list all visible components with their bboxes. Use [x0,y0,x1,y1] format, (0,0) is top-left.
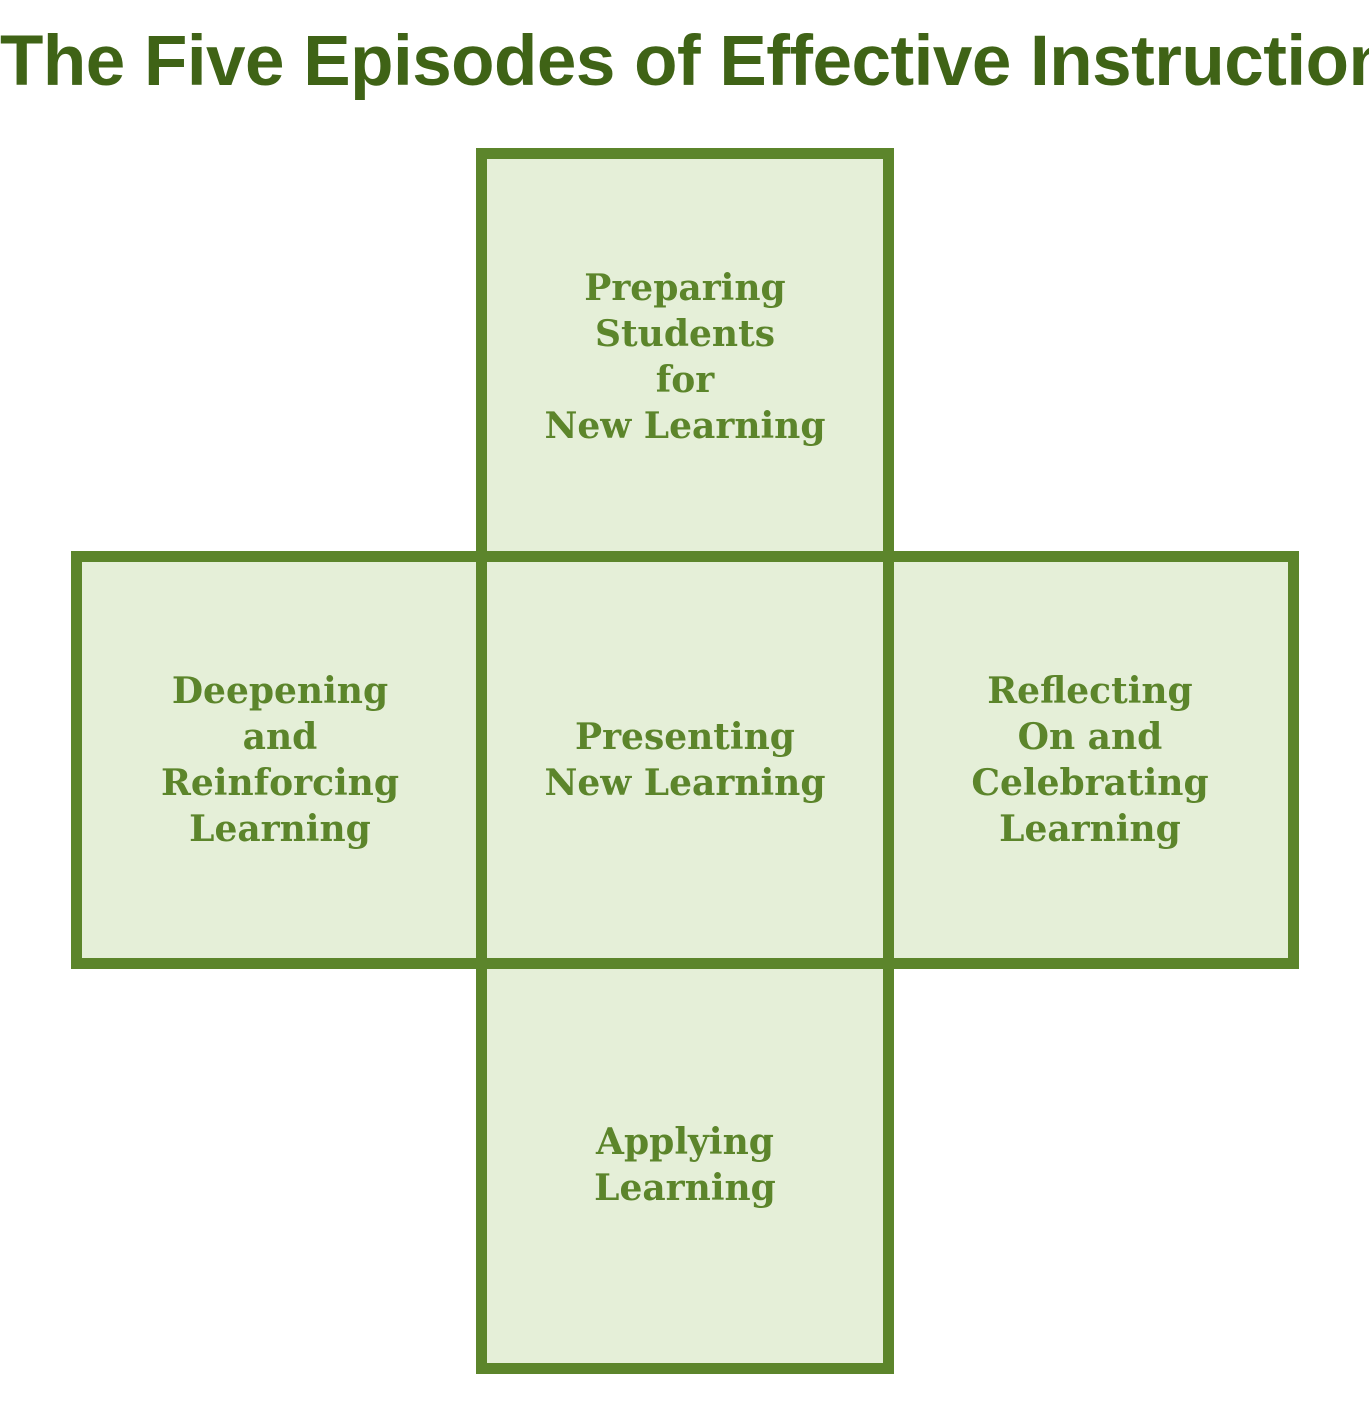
episode-label-line: Deepening [171,670,389,712]
episode-label: Applying Learning [594,1119,776,1211]
episode-box-presenting: Presenting New Learning [476,551,894,969]
episode-box-deepening: Deepening and Reinforcing Learning [71,551,489,969]
episode-label-line: and [242,716,318,758]
episode-label-line: Reflecting [987,670,1193,712]
episode-label-line: Learning [594,1167,776,1209]
episode-label-line: On and [1017,716,1163,758]
episode-label-line: Applying [596,1121,774,1163]
episode-label: Presenting New Learning [544,714,825,806]
episode-label-line: Presenting [575,716,795,758]
episode-label: Reflecting On and Celebrating Learning [971,668,1208,852]
episode-label-line: Preparing [584,267,786,309]
episode-label: Preparing Students for New Learning [544,265,825,449]
episode-label-line: Students [595,313,775,355]
episode-box-preparing: Preparing Students for New Learning [476,148,894,566]
episode-label: Deepening and Reinforcing Learning [161,668,399,852]
episode-label-line: New Learning [544,405,826,447]
episode-label-line: Learning [999,808,1181,850]
episode-label-line: Celebrating [971,762,1209,804]
episode-label-line: Reinforcing [160,762,400,804]
episode-label-line: for [655,359,715,401]
episode-label-line: New Learning [544,762,826,804]
episode-box-applying: Applying Learning [476,956,894,1374]
episode-box-reflecting: Reflecting On and Celebrating Learning [881,551,1299,969]
episode-label-line: Learning [189,808,371,850]
page-title: The Five Episodes of Effective Instructi… [0,22,1369,101]
